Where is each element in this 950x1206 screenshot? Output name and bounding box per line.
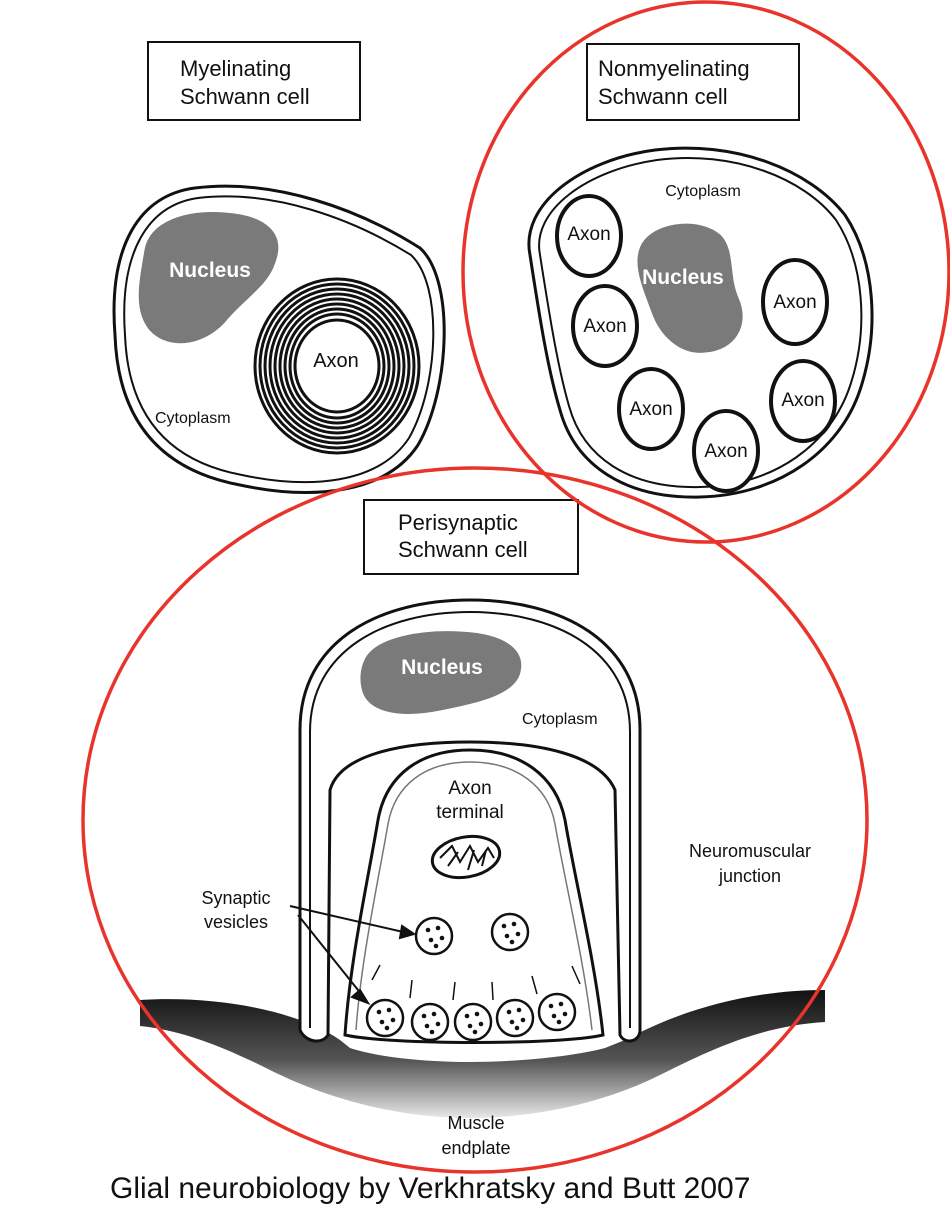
highlight-circle-perisynaptic — [81, 466, 869, 1174]
nonmyelinating-title-line2: Schwann cell — [598, 84, 728, 109]
muscle-endplate-label-line1: Muscle — [447, 1113, 504, 1133]
active-zone-lines — [371, 964, 581, 1001]
nonmyelinating-axon-5-label: Axon — [781, 390, 824, 411]
myelinating-title-box — [147, 41, 361, 121]
myelinating-axon-label: Axon — [313, 350, 359, 372]
nonmyelinating-nucleus — [637, 223, 743, 353]
nonmyelinating-title-line1: Nonmyelinating — [598, 56, 750, 81]
nonmyelinating-axon-2-label: Axon — [583, 316, 626, 337]
myelinating-nucleus-label: Nucleus — [169, 259, 251, 282]
myelinating-nucleus — [138, 212, 279, 344]
myelinating-cell-membrane-inner — [123, 195, 435, 484]
myelinating-title-line1: Myelinating — [180, 56, 291, 81]
nonmyelinating-nucleus-label: Nucleus — [642, 266, 724, 289]
axon-terminal — [343, 748, 605, 1044]
axon-terminal-label-line1: Axon — [448, 778, 491, 799]
perisynaptic-nucleus-label: Nucleus — [401, 656, 483, 679]
nonmyelinating-axon-4 — [617, 367, 685, 451]
myelinating-title-line2: Schwann cell — [180, 84, 310, 109]
myelinating-cytoplasm-label: Cytoplasm — [155, 410, 231, 427]
nonmyelinating-axon-3-label: Axon — [773, 292, 816, 313]
nonmyelinating-axon-1 — [555, 194, 623, 278]
highlight-circle-nonmyelinating — [461, 0, 950, 544]
nonmyelinating-axon-5 — [769, 359, 837, 443]
synaptic-vesicles-label-line1: Synaptic — [201, 888, 270, 908]
perisynaptic-title-line2: Schwann cell — [398, 537, 528, 562]
synaptic-vesicle-1 — [414, 916, 454, 956]
axon-terminal-label-line2: terminal — [436, 802, 504, 823]
nonmyelinating-axon-6 — [692, 409, 760, 493]
nmj-label-line2: junction — [718, 866, 781, 886]
perisynaptic-title-box — [363, 499, 579, 575]
nonmyelinating-axon-6-label: Axon — [704, 441, 747, 462]
figure-caption: Glial neurobiology by Verkhratsky and Bu… — [110, 1172, 751, 1205]
nonmyelinating-axon-1-label: Axon — [567, 224, 610, 245]
perisynaptic-nucleus — [360, 631, 522, 714]
active-zone-vesicles — [365, 992, 577, 1042]
perisynaptic-cytoplasm-label: Cytoplasm — [522, 711, 598, 728]
synaptic-vesicle-2 — [490, 912, 530, 952]
nmj-label-line1: Neuromuscular — [689, 841, 811, 861]
mitochondrion — [430, 834, 502, 880]
perisynaptic-cell-membrane-inner — [309, 610, 631, 1028]
muscle-endplate — [140, 990, 825, 1118]
muscle-endplate-label-line2: endplate — [441, 1138, 510, 1158]
perisynaptic-title-line1: Perisynaptic — [398, 510, 518, 535]
myelinating-schwann-cell: Myelinating Schwann cell Nucleus Axon Cy… — [112, 41, 446, 494]
nonmyelinating-axon-3 — [761, 258, 829, 346]
axon-terminal-inner — [355, 761, 593, 1031]
myelin-sheath — [253, 277, 421, 455]
synaptic-vesicles-label-line2: vesicles — [204, 912, 268, 932]
perisynaptic-schwann-cell: Perisynaptic Schwann cell Nucleus Cytopl… — [140, 499, 825, 1158]
nonmyelinating-axon-4-label: Axon — [629, 399, 672, 420]
nonmyelinating-title-box — [586, 43, 800, 121]
nonmyelinating-cell-membrane-inner — [538, 156, 863, 489]
nonmyelinating-axon-2 — [571, 284, 639, 368]
nonmyelinating-cytoplasm-label: Cytoplasm — [665, 183, 741, 200]
synaptic-vesicles-arrows — [289, 905, 417, 1005]
nonmyelinating-schwann-cell: Nonmyelinating Schwann cell Cytoplasm Nu… — [527, 43, 874, 499]
